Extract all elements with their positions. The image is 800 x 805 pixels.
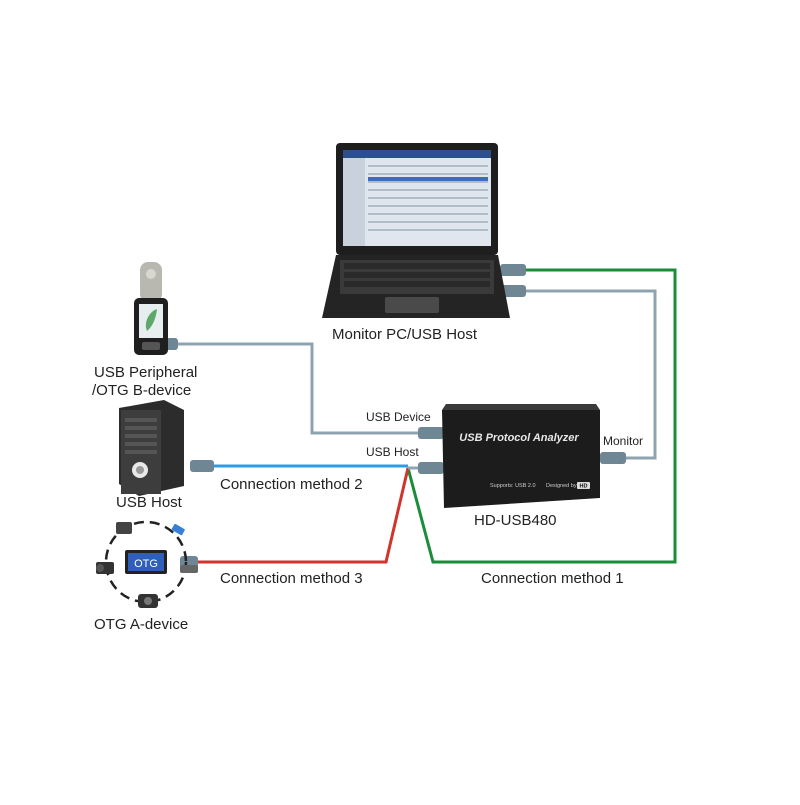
usb-host-pc-label: USB Host: [116, 494, 182, 511]
monitor-port-label: Monitor: [603, 434, 644, 448]
usb-peripheral-label-line2: /OTG B-device: [92, 382, 192, 399]
usb-host-port-label: USB Host: [366, 445, 419, 459]
cable-monitor: [525, 289, 657, 460]
usb-stick-icon: [171, 523, 185, 536]
otg-a-device-label: OTG A-device: [94, 616, 189, 633]
connection-method-2-label: Connection method 2: [220, 476, 363, 493]
cable-usb-device: [172, 342, 432, 435]
connection-method-1-label: Connection method 1: [481, 570, 624, 587]
usb-peripheral-label-line1: USB Peripheral: [94, 364, 198, 381]
cable-method-1: [406, 268, 677, 564]
mobile-phone-icon: [134, 262, 168, 355]
desktop-tower-icon: [119, 400, 184, 496]
analyzer-title: USB Protocol Analyzer: [459, 432, 579, 444]
analyzer-designed-by: Designed by: [546, 483, 577, 489]
analyzer-box-icon: USB Protocol Analyzer Supports: USB 2.0 …: [442, 404, 600, 508]
otg-devices-icon: OTG: [96, 520, 198, 608]
connection-method-3-label: Connection method 3: [220, 570, 363, 587]
analyzer-model-label: HD-USB480: [474, 512, 557, 529]
laptop-icon: [322, 143, 510, 318]
monitor-pc-label: Monitor PC/USB Host: [332, 326, 478, 343]
card-reader-icon: [180, 565, 198, 573]
printer-icon: [116, 522, 132, 534]
otg-badge: OTG: [134, 558, 158, 570]
cable-method-3: [190, 467, 410, 564]
camcorder-icon: [96, 562, 114, 574]
camera-icon: [138, 594, 158, 608]
usb-device-port-label: USB Device: [366, 410, 431, 424]
analyzer-brand-badge: HD: [580, 484, 588, 490]
analyzer-supports-text: Supports: USB 2.0: [490, 483, 536, 489]
